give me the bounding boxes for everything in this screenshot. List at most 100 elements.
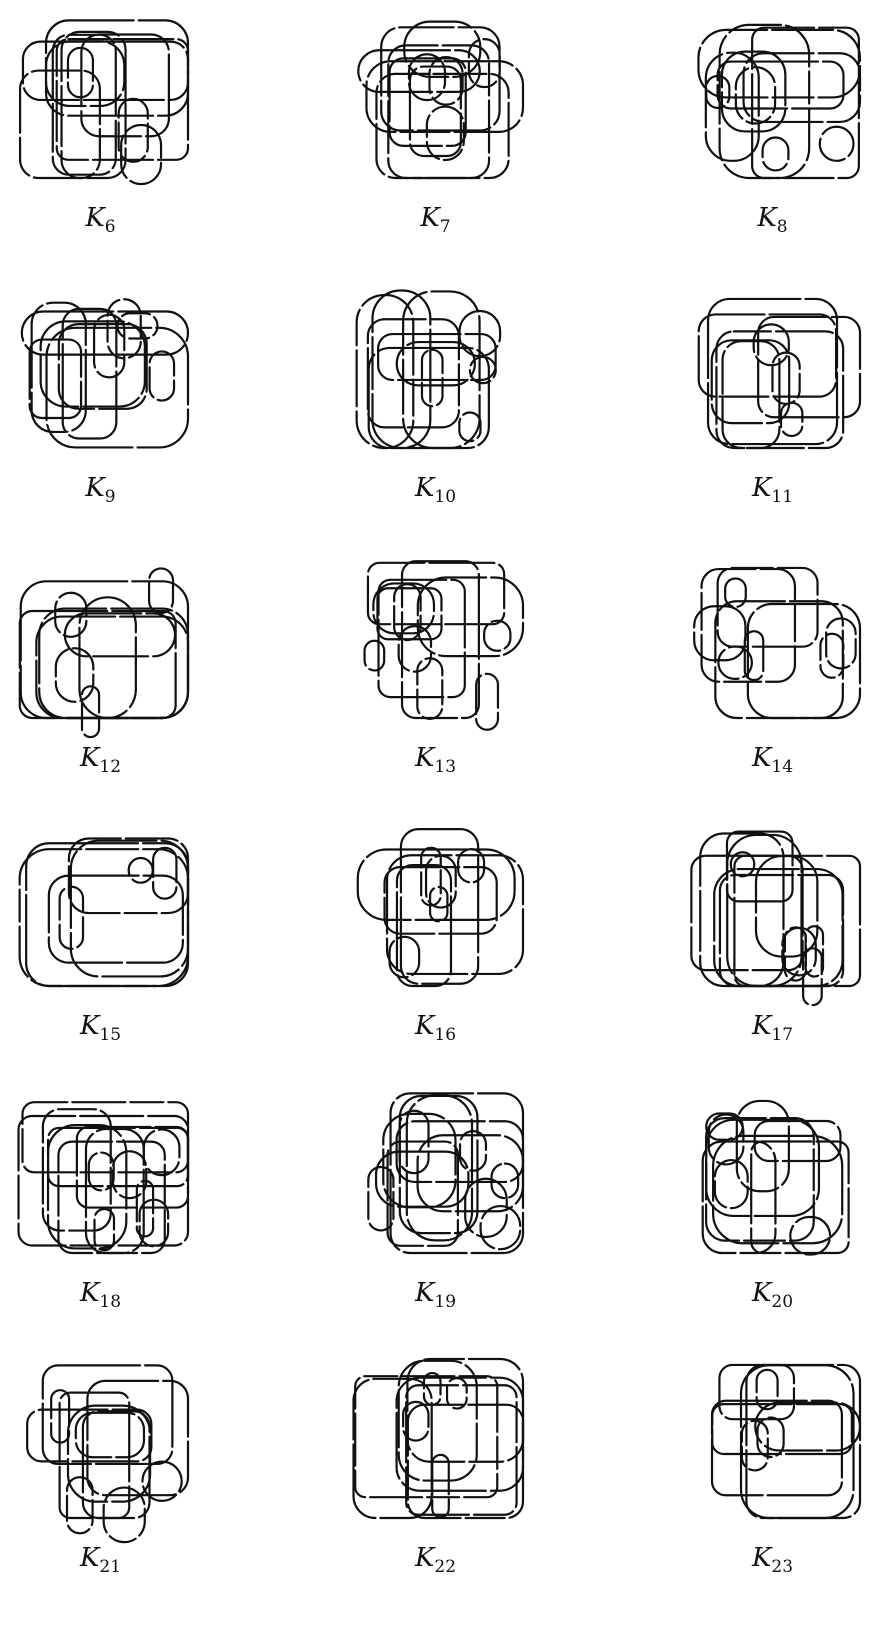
knot-strand	[737, 1101, 789, 1191]
knot-label: K20	[680, 1278, 865, 1312]
knot-label: K13	[343, 743, 528, 777]
knot-diagram-23: K23	[680, 1348, 894, 1608]
knot-hook-loop	[417, 658, 442, 719]
knot-strand	[20, 611, 176, 718]
knot-hook-loop	[150, 351, 174, 400]
knot-strand	[27, 1410, 151, 1462]
knot-strand	[723, 341, 780, 448]
knot-label: K8	[680, 203, 865, 237]
knot-drawing	[680, 548, 865, 728]
knot-label: K10	[343, 473, 528, 507]
knot-label-index: 7	[440, 217, 451, 237]
knot-label: K7	[343, 203, 528, 237]
knot-label-index: 14	[771, 757, 793, 777]
knot-label-letter: K	[80, 1543, 99, 1573]
knot-hook-loop	[121, 125, 161, 184]
knot-label-index: 23	[771, 1557, 793, 1577]
knot-hook-loop	[481, 1206, 521, 1249]
knot-label-index: 13	[434, 757, 456, 777]
knot-hook-loop	[129, 858, 153, 883]
knot-label-letter: K	[752, 473, 771, 503]
knot-strand	[358, 850, 515, 920]
knot-strand	[755, 1403, 860, 1451]
knot-drawing	[680, 1348, 865, 1528]
knot-label: K21	[8, 1543, 193, 1577]
knot-drawing	[8, 1083, 193, 1263]
knot-strand	[388, 1142, 458, 1246]
knot-label-index: 11	[771, 487, 793, 507]
knot-diagram-21: K21	[8, 1348, 228, 1608]
knot-label-letter: K	[85, 473, 104, 503]
knot-hook-loop	[458, 849, 484, 882]
knot-diagram-22: K22	[343, 1348, 563, 1608]
knot-diagram-9: K9	[8, 278, 228, 538]
knot-drawing	[8, 278, 193, 458]
knot-strand	[76, 1413, 144, 1457]
knot-hook-loop	[427, 107, 464, 160]
knot-strand	[691, 856, 802, 970]
knot-label-index: 17	[771, 1025, 793, 1045]
knot-diagram-15: K15	[8, 816, 228, 1076]
knot-diagram-12: K12	[8, 548, 228, 808]
knot-strand	[706, 1120, 819, 1216]
knot-strand	[20, 71, 100, 178]
knot-strand	[699, 314, 836, 396]
knot-hook-loop	[781, 403, 802, 436]
knot-hook-loop	[365, 641, 385, 671]
knot-drawing	[8, 816, 193, 996]
knot-label-index: 10	[434, 487, 456, 507]
knot-strand	[407, 1359, 523, 1462]
knot-label-index: 20	[771, 1292, 793, 1312]
knot-hook-loop	[736, 67, 775, 123]
knot-label-letter: K	[415, 1011, 434, 1041]
knot-drawing	[8, 8, 193, 188]
knot-label-letter: K	[415, 473, 434, 503]
knot-hook-loop	[119, 99, 148, 162]
knot-label-letter: K	[752, 743, 771, 773]
knot-hook-loop	[782, 928, 815, 976]
knot-label-letter: K	[415, 1278, 434, 1308]
knot-diagram-13: K13	[343, 548, 563, 808]
knot-strand	[20, 849, 188, 986]
knot-label-index: 8	[777, 217, 788, 237]
knot-drawing	[343, 278, 528, 458]
knot-diagram-7: K7	[343, 8, 563, 268]
knot-label: K15	[8, 1011, 193, 1045]
knot-strand	[39, 609, 188, 718]
knot-hook-loop	[144, 1129, 180, 1175]
knot-label-index: 16	[434, 1025, 456, 1045]
knot-strand	[59, 324, 147, 409]
knot-label: K22	[343, 1543, 528, 1577]
knot-label-index: 9	[105, 487, 116, 507]
knot-hook-loop	[484, 621, 510, 651]
knot-label-letter: K	[752, 1278, 771, 1308]
knot-drawing	[680, 8, 865, 188]
knot-label-index: 22	[434, 1557, 456, 1577]
knot-strand	[71, 841, 188, 977]
knot-label-letter: K	[80, 1011, 99, 1041]
knot-drawing	[8, 548, 193, 728]
knot-strand	[752, 28, 859, 178]
knot-diagram-10: K10	[343, 278, 563, 538]
knot-label: K11	[680, 473, 865, 507]
knot-strand	[381, 27, 499, 130]
knot-hook-loop	[422, 350, 443, 406]
knot-label-letter: K	[415, 743, 434, 773]
knot-hook-loop	[826, 618, 855, 668]
knot-strand	[397, 1378, 523, 1491]
knot-strand	[720, 25, 810, 178]
knot-label: K16	[343, 1011, 528, 1045]
knot-label: K12	[8, 743, 193, 777]
knot-hook-loop	[394, 584, 420, 640]
knot-label-letter: K	[420, 203, 439, 233]
knot-drawing	[343, 548, 528, 728]
knot-label-letter: K	[415, 1543, 434, 1573]
knot-strand	[368, 563, 504, 624]
knot-drawing	[343, 8, 528, 188]
knot-strand	[397, 865, 451, 986]
knot-drawing	[680, 278, 865, 458]
knot-label-index: 18	[99, 1292, 121, 1312]
knot-label-index: 12	[99, 757, 121, 777]
knot-hook-loop	[432, 1455, 449, 1517]
knot-diagram-14: K14	[680, 548, 894, 808]
